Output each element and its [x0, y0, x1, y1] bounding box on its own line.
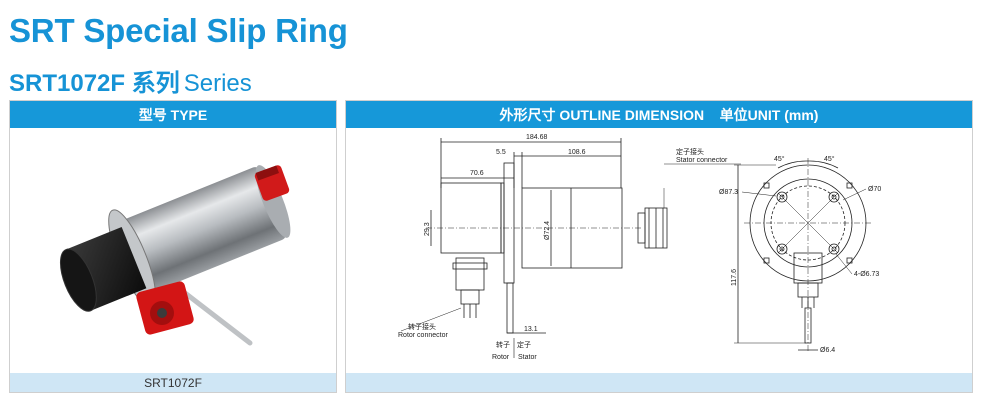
- outline-drawing: 184.68 5.5 108.6 70.6 29.3 Ø72.4 定子接头 St: [398, 134, 881, 361]
- page-title: SRT Special Slip Ring: [9, 12, 348, 49]
- dim-pilot-dia: Ø70: [868, 186, 881, 193]
- dim-angle-right: 45°: [824, 155, 835, 163]
- stator-connector-cn: 定子接头: [676, 147, 704, 156]
- rotor-en: Rotor: [492, 354, 510, 361]
- stator-en: Stator: [518, 354, 537, 361]
- stator-cn: 定子: [517, 340, 531, 349]
- stator-connector-en: Stator connector: [676, 157, 728, 164]
- dimension-panel-header: 外形尺寸 OUTLINE DIMENSION 单位UNIT (mm): [346, 101, 972, 128]
- dim-flange-thk: 5.5: [496, 149, 506, 156]
- dim-offset: 13.1: [524, 326, 538, 333]
- dimension-panel-footer: [346, 373, 972, 392]
- dim-angle-left: 45°: [774, 155, 785, 163]
- dim-overall-length: 184.68: [526, 134, 548, 141]
- dim-shaft-dia: Ø6.4: [820, 347, 835, 354]
- dimension-panel-title: 外形尺寸 OUTLINE DIMENSION 单位UNIT (mm): [499, 106, 819, 123]
- rotor-cn: 转子: [496, 340, 510, 349]
- dim-bolt-circle: Ø87.3: [719, 189, 738, 196]
- type-panel: 型号 TYPE: [9, 100, 337, 393]
- rotor-connector-photo: [136, 281, 194, 335]
- dim-rotor-dia: 29.3: [424, 222, 431, 236]
- rotor-connector-en: Rotor connector: [398, 332, 448, 339]
- dimension-panel: 外形尺寸 OUTLINE DIMENSION 单位UNIT (mm) 184.6…: [345, 100, 973, 393]
- dim-holes: 4-Ø6.73: [854, 271, 879, 278]
- type-panel-header: 型号 TYPE: [10, 101, 336, 128]
- dim-body-dia: Ø72.4: [544, 221, 551, 240]
- series-model: SRT1072F 系列: [9, 70, 180, 97]
- series-word: Series: [183, 70, 252, 97]
- stator-connector-photo: [254, 165, 290, 201]
- dim-rotor-length: 70.6: [470, 170, 484, 177]
- dim-height: 117.6: [731, 269, 738, 286]
- dim-body-length: 108.6: [568, 149, 586, 156]
- type-model-label: SRT1072F: [10, 373, 336, 392]
- product-photo: [59, 165, 291, 346]
- rotor-connector-cn: 转子接头: [408, 322, 436, 331]
